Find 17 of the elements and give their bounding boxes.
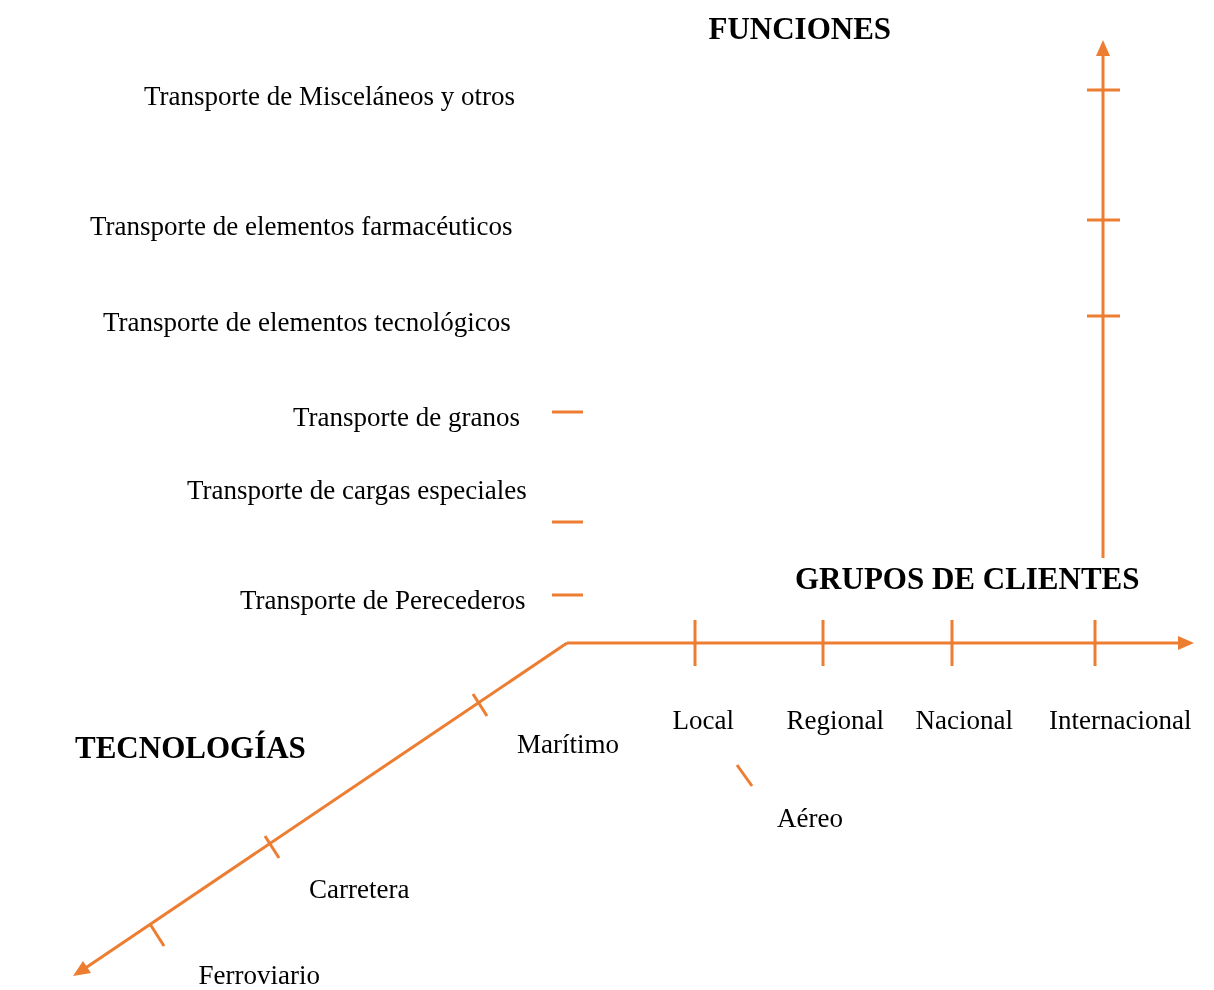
axis-label: Transporte de Perecederos <box>240 586 526 614</box>
axis-label: Marítimo <box>517 730 619 758</box>
axis-label: Transporte de elementos tecnológicos <box>103 308 511 336</box>
axis-title: TECNOLOGÍAS <box>75 731 306 763</box>
axis-label: Transporte de Misceláneos y otros <box>144 82 515 110</box>
axis-label: Internacional <box>1049 706 1192 734</box>
axis-label: Regional <box>786 706 884 734</box>
axis-label: Aéreo <box>777 804 843 832</box>
axis-label: Ferroviario <box>198 961 320 989</box>
axis-title: FUNCIONES <box>708 12 892 44</box>
axis-title: GRUPOS DE CLIENTES <box>795 562 1140 594</box>
axis-label: Carretera <box>309 875 410 903</box>
axis-label: Transporte de granos <box>293 403 520 431</box>
axis-label: Transporte de cargas especiales <box>187 476 527 504</box>
axis-label: Transporte de elementos farmacéuticos <box>90 212 513 240</box>
axis-label: Nacional <box>915 706 1013 734</box>
axis-label: Local <box>672 706 734 734</box>
